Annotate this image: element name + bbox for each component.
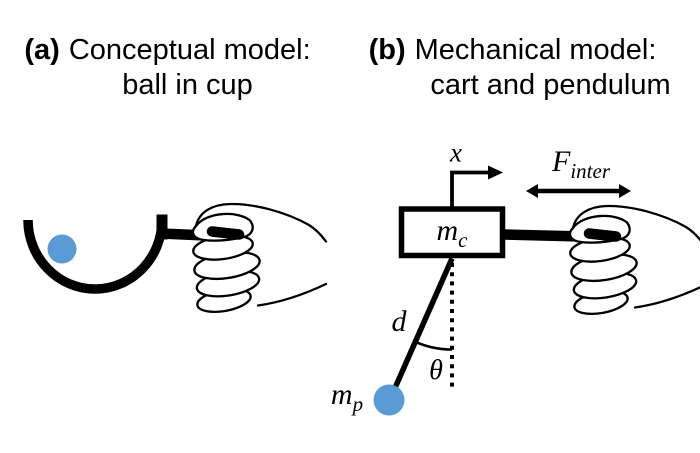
panel-a-title: (a)Conceptual model: ball in cup bbox=[0, 33, 335, 103]
panel-b-tag: (b) bbox=[368, 34, 406, 66]
cart-mass-subscript: c bbox=[458, 228, 468, 252]
position-label: x bbox=[450, 137, 462, 168]
pendulum-length-label: d bbox=[391, 305, 407, 338]
x-axis-arrow-icon bbox=[450, 165, 503, 207]
interaction-force-arrow-icon bbox=[526, 184, 631, 198]
cup-rim-post bbox=[156, 214, 168, 240]
panel-a-title-line2: ball in cup bbox=[122, 69, 253, 101]
left-holding-hand-icon bbox=[192, 204, 326, 316]
cart-mass-label: mc bbox=[436, 214, 468, 251]
interaction-force-label: Finter bbox=[552, 145, 610, 182]
panel-b-title-text: Mechanical model: bbox=[414, 34, 657, 66]
right-holding-hand-icon bbox=[569, 206, 700, 318]
cart-push-rod bbox=[503, 229, 583, 242]
angle-arc bbox=[414, 340, 453, 351]
cart-body bbox=[398, 206, 506, 259]
cart-mass-symbol: m bbox=[436, 214, 459, 247]
cup-and-ball-illustration bbox=[23, 204, 326, 316]
pendulum-rod bbox=[388, 257, 455, 399]
panel-b-title-line2: cart and pendulum bbox=[430, 69, 671, 101]
cart-pendulum-illustration bbox=[373, 165, 700, 416]
panel-b-title: (b)Mechanical model: cart and pendulum bbox=[340, 33, 685, 103]
panel-b-title-line1: (b)Mechanical model: bbox=[340, 33, 685, 68]
panel-a-title-line1: (a)Conceptual model: bbox=[0, 33, 335, 68]
panel-a-title-text: Conceptual model: bbox=[68, 34, 311, 66]
cup-shape bbox=[23, 219, 167, 294]
force-subscript: inter bbox=[570, 159, 610, 183]
pendulum-angle-label: θ bbox=[429, 355, 443, 386]
pendulum-mass-label: mp bbox=[330, 378, 363, 415]
force-symbol: F bbox=[552, 145, 571, 178]
pendulum-bob bbox=[373, 384, 405, 416]
panel-a-tag: (a) bbox=[24, 34, 60, 66]
ball-in-cup bbox=[47, 234, 77, 264]
pendulum-mass-subscript: p bbox=[352, 392, 364, 416]
pendulum-mass-symbol: m bbox=[330, 378, 353, 411]
